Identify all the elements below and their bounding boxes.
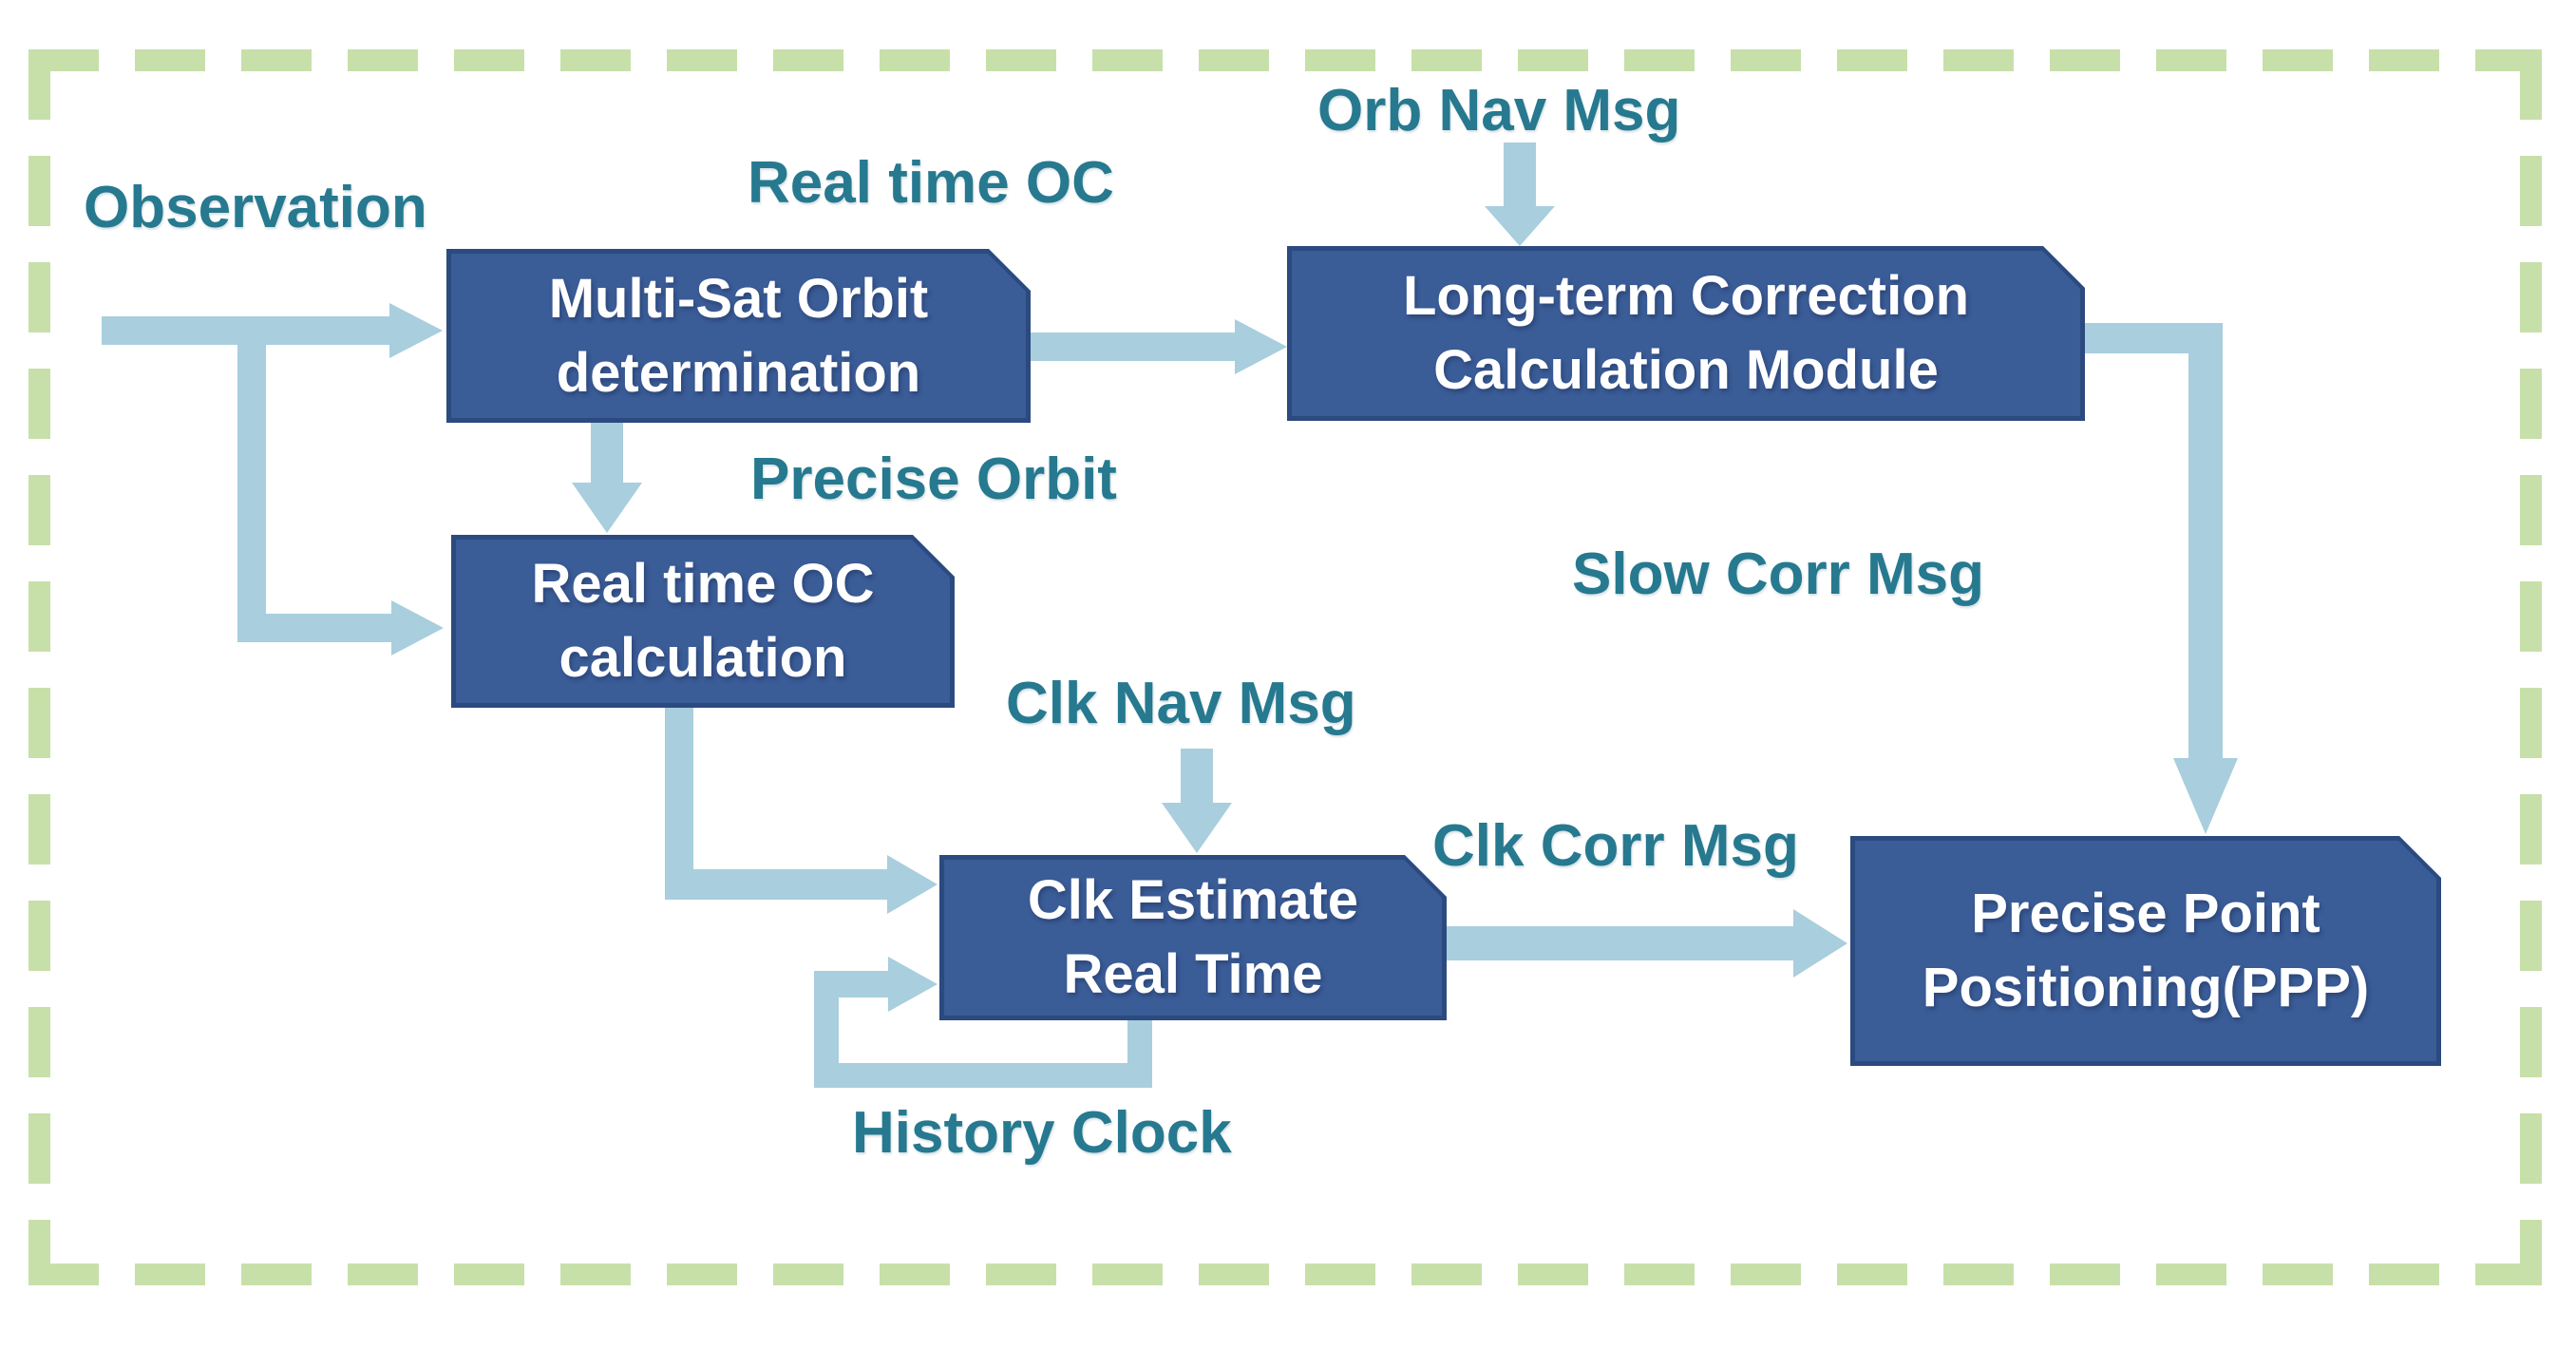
arrowhead-icon bbox=[389, 303, 443, 358]
arrowhead-icon bbox=[1485, 206, 1555, 246]
label-real-time-oc: Real time OC bbox=[748, 150, 1114, 216]
node-multi-sat-orbit-determination: Multi-Sat Orbit determination bbox=[446, 249, 1031, 423]
arrow-segment bbox=[814, 1063, 1152, 1088]
node-text-line: calculation bbox=[559, 627, 847, 689]
label-clk-corr-msg: Clk Corr Msg bbox=[1432, 813, 1799, 879]
arrowhead-icon bbox=[391, 600, 444, 656]
arrow-segment bbox=[1447, 926, 1793, 960]
label-history-clock: History Clock bbox=[852, 1100, 1232, 1166]
node-face: Multi-Sat Orbit determination bbox=[451, 254, 1026, 418]
arrowhead-icon bbox=[572, 483, 642, 533]
label-slow-corr-msg: Slow Corr Msg bbox=[1572, 542, 1985, 607]
label-orb-nav-msg: Orb Nav Msg bbox=[1317, 78, 1681, 143]
node-text-line: Long-term Correction bbox=[1402, 265, 1970, 327]
arrowhead-icon bbox=[887, 855, 938, 914]
arrowhead-icon bbox=[1235, 319, 1287, 374]
node-real-time-oc-calculation: Real time OC calculation bbox=[451, 535, 955, 708]
arrowhead-icon bbox=[888, 957, 938, 1012]
node-face: Precise Point Positioning(PPP) bbox=[1855, 841, 2436, 1061]
arrow-segment bbox=[665, 708, 693, 900]
arrow-segment bbox=[237, 614, 391, 642]
node-face: Clk Estimate Real Time bbox=[944, 860, 1442, 1016]
arrow-segment bbox=[839, 971, 888, 998]
node-clk-estimate-real-time: Clk Estimate Real Time bbox=[939, 855, 1447, 1020]
arrow-segment bbox=[665, 869, 887, 900]
node-precise-point-positioning-ppp: Precise Point Positioning(PPP) bbox=[1850, 836, 2441, 1066]
node-text-line: Real time OC bbox=[531, 553, 875, 615]
node-text-line: Real Time bbox=[1063, 943, 1323, 1005]
node-text-line: Calculation Module bbox=[1433, 339, 1939, 401]
arrow-segment bbox=[1504, 142, 1536, 206]
node-face: Real time OC calculation bbox=[456, 540, 950, 703]
arrow-segment bbox=[2188, 323, 2223, 758]
arrow-segment bbox=[237, 316, 266, 642]
frame-border-right bbox=[2520, 49, 2542, 1285]
arrow-segment bbox=[814, 971, 839, 1088]
node-long-term-correction-calculation-module: Long-term Correction Calculation Module bbox=[1287, 246, 2085, 421]
node-face: Long-term Correction Calculation Module bbox=[1292, 251, 2080, 416]
arrowhead-icon bbox=[1162, 803, 1232, 853]
label-clk-nav-msg: Clk Nav Msg bbox=[1006, 671, 1356, 736]
node-text-line: determination bbox=[556, 341, 921, 404]
arrow-segment bbox=[591, 423, 623, 483]
node-text-line: Clk Estimate bbox=[1027, 869, 1359, 931]
arrow-segment bbox=[1031, 332, 1235, 361]
label-observation: Observation bbox=[84, 175, 427, 240]
node-text-line: Multi-Sat Orbit bbox=[548, 267, 929, 330]
arrowhead-icon bbox=[1793, 909, 1847, 978]
node-text-line: Precise Point bbox=[1971, 883, 2320, 944]
frame-border-left bbox=[28, 49, 50, 1285]
frame-border-bottom bbox=[28, 1264, 2542, 1285]
frame-border-top bbox=[28, 49, 2542, 71]
label-precise-orbit: Precise Orbit bbox=[750, 446, 1117, 512]
arrow-segment bbox=[1181, 749, 1213, 803]
node-text-line: Positioning(PPP) bbox=[1922, 957, 2370, 1018]
arrowhead-icon bbox=[2173, 758, 2238, 834]
